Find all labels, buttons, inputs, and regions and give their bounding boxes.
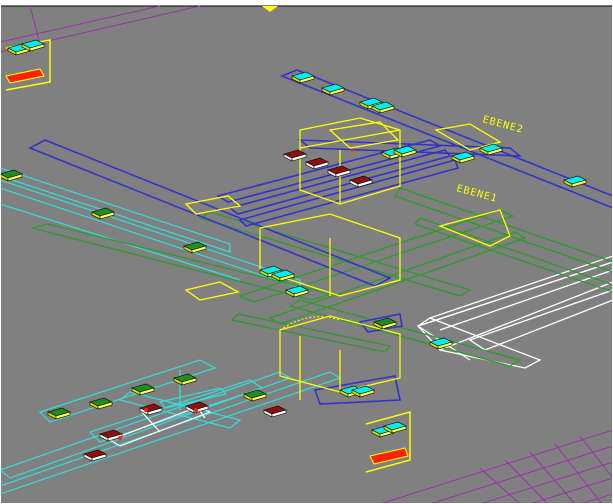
station-top-left bbox=[5, 39, 51, 91]
purple-grid-lower-right bbox=[379, 429, 613, 504]
red-markers bbox=[118, 148, 354, 440]
dotted-transfer-path bbox=[279, 316, 341, 331]
top-border-strip bbox=[0, 0, 613, 6]
floor-background bbox=[0, 6, 613, 504]
top-yellow-marker bbox=[262, 6, 278, 12]
station-bottom bbox=[365, 411, 411, 473]
